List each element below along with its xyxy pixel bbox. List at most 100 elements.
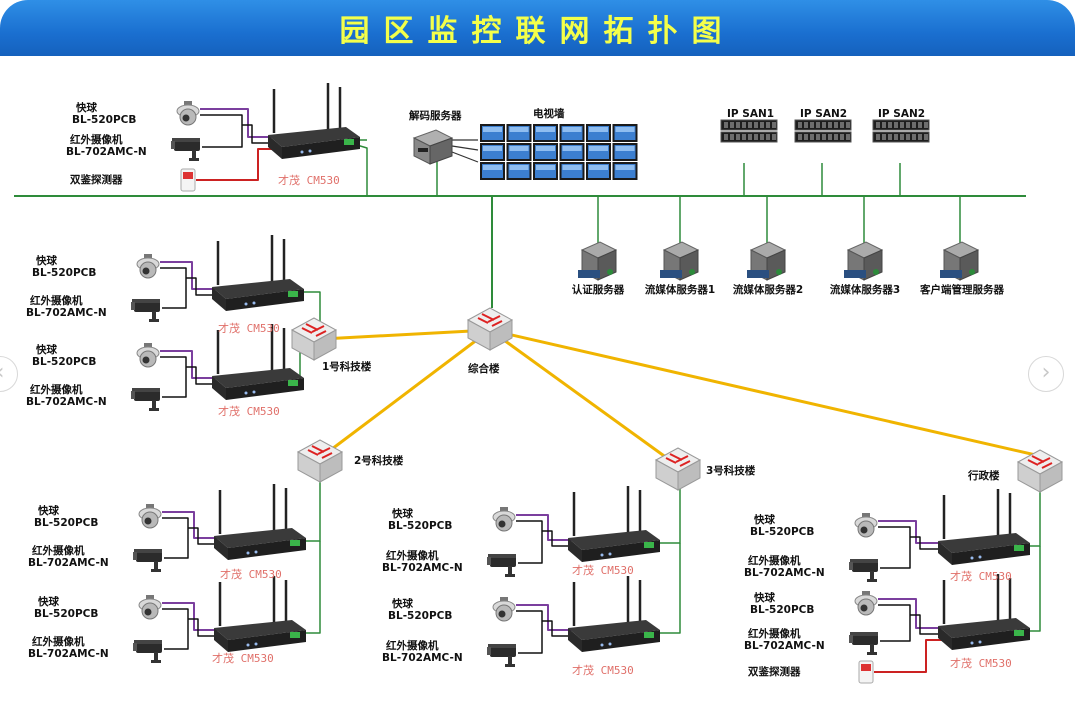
- ir-camera-icon: [171, 138, 200, 161]
- ir-camera-icon: [849, 632, 878, 655]
- camera-model-dome: BL-520PCB: [72, 114, 137, 126]
- router-label: 才茂 CM530: [278, 174, 340, 187]
- main-building-label: 综合楼: [468, 363, 500, 375]
- link-line: [878, 520, 944, 544]
- link-line: [910, 614, 944, 635]
- link-line: [160, 356, 187, 398]
- san-label-3: IP SAN2: [878, 108, 926, 120]
- link-line: [878, 526, 911, 569]
- camera-label-ir: 红外摄像机: [70, 134, 123, 146]
- link-line: [162, 511, 220, 539]
- dome-camera-icon: [854, 513, 878, 538]
- router-icon: [268, 83, 360, 159]
- media-server-2-label: 流媒体服务器2: [732, 284, 804, 296]
- router-label: 才茂 CM530: [950, 657, 1012, 670]
- camera-label-ir: 红外摄像机: [386, 640, 439, 652]
- link-line: [451, 151, 479, 163]
- switch-icon: [466, 307, 514, 351]
- server-icon: [747, 241, 787, 281]
- detector-label: 双鉴探测器: [748, 666, 801, 678]
- router-icon: [214, 484, 306, 560]
- camera-model-ir: BL-702AMC-N: [744, 567, 825, 579]
- router-icon: [214, 576, 306, 652]
- camera-label-dome: 快球: [754, 514, 775, 526]
- link-line: [188, 618, 220, 637]
- link-line: [516, 610, 543, 654]
- fiber-link-bldg1: [321, 328, 491, 341]
- ir-camera-icon: [131, 299, 160, 322]
- router-icon: [938, 489, 1030, 565]
- media-server-3-label: 流媒体服务器3: [829, 284, 901, 296]
- fiber-link-bldg2: [319, 328, 491, 460]
- fiber-link-admin: [489, 328, 1041, 458]
- camera-label-ir: 红外摄像机: [386, 550, 439, 562]
- switch-icon: [1016, 449, 1064, 493]
- server-icon: [660, 241, 700, 281]
- detector-label: 双鉴探测器: [70, 174, 123, 186]
- camera-model-dome: BL-520PCB: [34, 517, 99, 529]
- title-bar: [0, 0, 1075, 56]
- ir-camera-icon: [487, 554, 516, 577]
- link-line: [874, 639, 944, 673]
- router-icon: [212, 235, 304, 311]
- ir-camera-icon: [849, 559, 878, 582]
- link-line: [162, 608, 189, 650]
- media-server-1-label: 流媒体服务器1: [644, 284, 716, 296]
- link-line: [160, 267, 187, 309]
- link-line: [652, 488, 681, 544]
- router-label: 才茂 CM530: [220, 568, 282, 581]
- camera-label-ir: 红外摄像机: [32, 636, 85, 648]
- link-line: [542, 530, 574, 547]
- link-line: [516, 514, 574, 541]
- camera-model-ir: BL-702AMC-N: [382, 652, 463, 664]
- switch-icon: [654, 447, 702, 491]
- link-line: [516, 520, 543, 564]
- dome-camera-icon: [176, 101, 200, 126]
- camera-model-ir: BL-702AMC-N: [26, 396, 107, 408]
- next-arrow-icon[interactable]: ›: [1028, 356, 1064, 392]
- diagram-title: 园区监控联网拓扑图: [339, 14, 736, 49]
- link-line: [160, 350, 218, 379]
- camera-label-ir: 红外摄像机: [32, 545, 85, 557]
- link-line: [652, 543, 681, 634]
- camera-label-dome: 快球: [36, 255, 57, 267]
- fiber-link-bldg3: [489, 328, 679, 468]
- camera-label-dome: 快球: [36, 344, 57, 356]
- dome-camera-icon: [854, 591, 878, 616]
- camera-model-dome: BL-520PCB: [388, 520, 453, 532]
- router-label: 才茂 CM530: [950, 570, 1012, 583]
- camera-label-dome: 快球: [392, 508, 413, 520]
- ir-camera-icon: [487, 644, 516, 667]
- link-line: [878, 604, 911, 642]
- link-line: [542, 620, 574, 637]
- videowall-label: 电视墙: [533, 108, 565, 120]
- ir-camera-icon: [133, 640, 162, 663]
- camera-label-dome: 快球: [38, 505, 59, 517]
- camera-label-dome: 快球: [76, 102, 97, 114]
- router-label: 才茂 CM530: [218, 322, 280, 335]
- link-line: [516, 604, 574, 631]
- server-icon: [578, 241, 618, 281]
- camera-label-dome: 快球: [754, 592, 775, 604]
- camera-model-dome: BL-520PCB: [32, 267, 97, 279]
- decoder-server-icon: [412, 129, 454, 165]
- router-icon: [568, 486, 660, 562]
- camera-label-ir: 红外摄像机: [30, 295, 83, 307]
- dome-camera-icon: [136, 254, 160, 279]
- link-line: [1022, 546, 1041, 632]
- link-line: [162, 602, 220, 631]
- link-line: [188, 527, 220, 545]
- storage-array-icon: [720, 119, 778, 143]
- link-line: [451, 145, 479, 151]
- link-line: [200, 114, 243, 148]
- dome-camera-icon: [492, 507, 516, 532]
- router-icon: [938, 574, 1030, 650]
- link-line: [910, 536, 944, 550]
- camera-model-ir: BL-702AMC-N: [382, 562, 463, 574]
- san-label-1: IP SAN1: [727, 108, 775, 120]
- ir-camera-icon: [131, 388, 160, 411]
- camera-model-dome: BL-520PCB: [388, 610, 453, 622]
- link-line: [242, 124, 274, 144]
- bldg1-label: 1号科技楼: [322, 361, 372, 373]
